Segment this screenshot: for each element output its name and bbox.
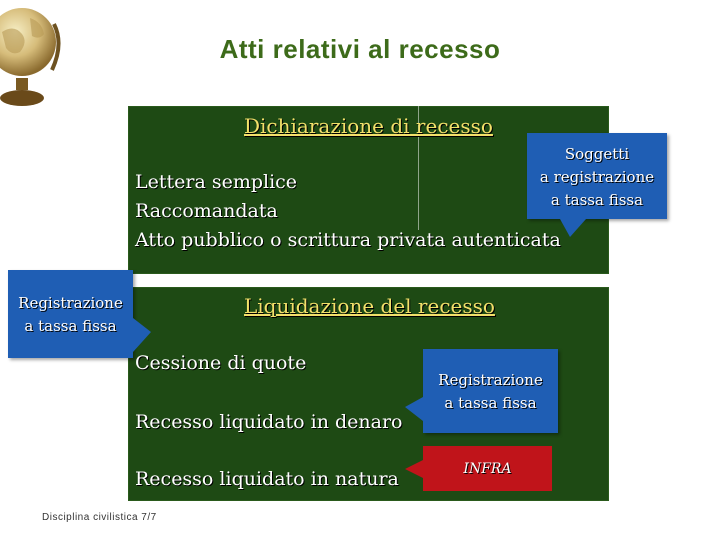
- callout-line: Registrazione: [18, 294, 123, 312]
- soggetti-callout: Soggetti a registrazione a tassa fissa: [527, 133, 667, 219]
- liquidation-heading: Liquidazione del recesso: [244, 294, 495, 318]
- liquidation-item: Cessione di quote: [135, 352, 307, 374]
- callout-tail: [560, 219, 586, 237]
- callout-line: a tassa fissa: [444, 394, 537, 412]
- left-registration-callout: Registrazione a tassa fissa: [8, 270, 133, 358]
- liquidation-item: Recesso liquidato in denaro: [135, 411, 403, 433]
- mid-registration-callout: Registrazione a tassa fissa: [423, 349, 558, 433]
- infra-tail: [405, 460, 423, 478]
- globe-icon: [0, 8, 61, 106]
- slide-footer: Disciplina civilistica 7/7: [42, 512, 157, 523]
- slide-title: Atti relativi al recesso: [219, 34, 501, 64]
- callout-tail: [405, 397, 423, 421]
- declaration-item: Lettera semplice: [135, 171, 298, 193]
- panel-divider: [418, 106, 419, 230]
- callout-tail: [133, 318, 151, 352]
- callout-line: a tassa fissa: [24, 317, 117, 335]
- callout-line: a registrazione: [539, 168, 655, 186]
- liquidation-item: Recesso liquidato in natura: [135, 468, 399, 490]
- declaration-item: Raccomandata: [135, 200, 278, 222]
- callout-line: Soggetti: [564, 145, 630, 163]
- callout-line: Registrazione: [438, 371, 543, 389]
- infra-box: INFRA: [423, 446, 552, 491]
- callout-line: a tassa fissa: [550, 191, 644, 209]
- declaration-heading: Dichiarazione di recesso: [244, 114, 493, 138]
- declaration-item: Atto pubblico o scrittura privata autent…: [135, 229, 561, 251]
